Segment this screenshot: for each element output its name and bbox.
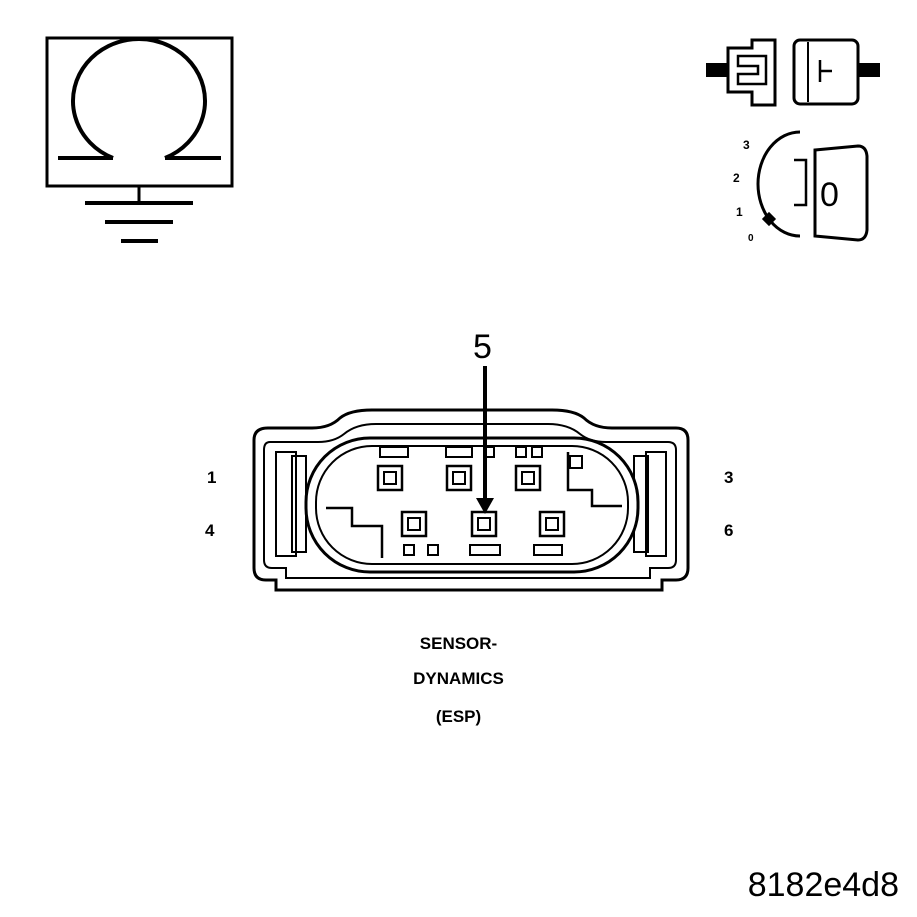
pin-cavity-3 bbox=[514, 464, 542, 492]
ignition-position-0: 0 bbox=[748, 233, 754, 244]
pin-cavity-1 bbox=[376, 464, 404, 492]
pin-cavity-4 bbox=[400, 510, 428, 538]
connector-caption-line-2: DYNAMICS bbox=[413, 669, 504, 688]
ignition-position-1: 1 bbox=[736, 205, 743, 219]
pin-callout-5: 5 bbox=[473, 328, 492, 366]
ignition-position-2: 2 bbox=[733, 171, 740, 185]
connector-caption-line-3: (ESP) bbox=[435, 707, 482, 726]
figure-id: 8182e4d8 bbox=[747, 866, 899, 904]
connector-caption-line-1: SENSOR- bbox=[419, 634, 498, 653]
pin-cavity-2 bbox=[445, 464, 473, 492]
pin-label-6: 6 bbox=[724, 521, 734, 540]
pin-label-4: 4 bbox=[205, 521, 215, 540]
pin-label-3: 3 bbox=[724, 468, 734, 487]
ignition-position-3: 3 bbox=[743, 138, 750, 152]
pin-label-1: 1 bbox=[207, 468, 217, 487]
pin-5-arrow bbox=[476, 366, 494, 514]
pin-cavity-6 bbox=[538, 510, 566, 538]
ignition-key-label: 0 bbox=[820, 176, 839, 214]
